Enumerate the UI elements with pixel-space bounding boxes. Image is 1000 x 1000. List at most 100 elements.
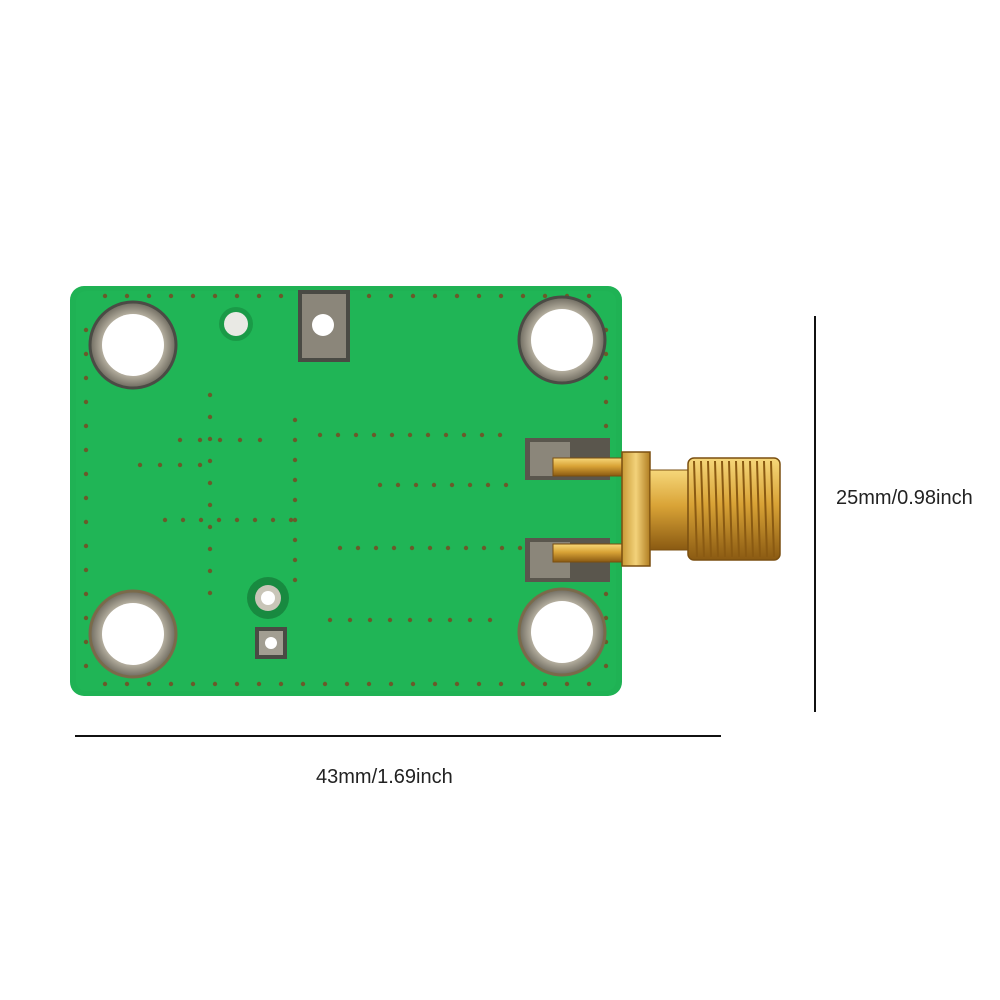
via-dot — [190, 681, 196, 687]
via-dot — [168, 681, 174, 687]
via-dot — [366, 681, 372, 687]
via-dot — [292, 437, 298, 443]
via-dot — [564, 681, 570, 687]
via-dot — [83, 567, 89, 573]
thread-line — [749, 460, 754, 558]
via-dot — [292, 577, 298, 583]
via-dot — [410, 681, 416, 687]
via-dot — [586, 681, 592, 687]
via-dot — [603, 615, 609, 621]
via-dot — [207, 458, 213, 464]
via-dot — [445, 545, 451, 551]
via-dot — [409, 545, 415, 551]
via-dot — [371, 432, 377, 438]
thread-line — [742, 460, 747, 558]
via-dot — [212, 293, 218, 299]
via-dot — [407, 617, 413, 623]
via-dot — [102, 681, 108, 687]
via-dot — [317, 432, 323, 438]
via-dot — [427, 617, 433, 623]
via-dot — [190, 293, 196, 299]
via-dot — [322, 681, 328, 687]
via-dot — [481, 545, 487, 551]
via-dot — [288, 517, 294, 523]
via-dot — [517, 545, 523, 551]
via-dot — [603, 663, 609, 669]
via-dot — [542, 293, 548, 299]
via-dot — [603, 423, 609, 429]
test-pad-top — [219, 307, 253, 341]
via-dot — [252, 517, 258, 523]
via-dot — [476, 681, 482, 687]
thread-line — [721, 460, 726, 558]
via-dot — [463, 545, 469, 551]
via-dot — [387, 617, 393, 623]
via-dot — [476, 293, 482, 299]
via-dot — [487, 617, 493, 623]
via-dot — [603, 351, 609, 357]
via-dot — [234, 681, 240, 687]
via-dot — [256, 681, 262, 687]
via-dot — [292, 417, 298, 423]
via-dot — [207, 414, 213, 420]
via-dot — [207, 392, 213, 398]
via-dot — [449, 482, 455, 488]
via-dot — [162, 517, 168, 523]
thread-line — [728, 460, 733, 558]
via-dot — [407, 432, 413, 438]
via-dot — [237, 437, 243, 443]
via-dot — [124, 293, 130, 299]
via-dot — [216, 517, 222, 523]
via-dot — [212, 681, 218, 687]
via-dot — [327, 617, 333, 623]
via-dot — [292, 537, 298, 543]
via-dot — [586, 293, 592, 299]
via-dot — [389, 432, 395, 438]
thread-line — [707, 460, 712, 558]
thread-line — [763, 460, 768, 558]
via-dot — [425, 432, 431, 438]
via-dot — [256, 293, 262, 299]
via-dot — [168, 293, 174, 299]
via-dot — [207, 524, 213, 530]
via-dot — [373, 545, 379, 551]
via-dot — [454, 681, 460, 687]
via-dot — [603, 375, 609, 381]
via-dot — [353, 432, 359, 438]
via-dot — [355, 545, 361, 551]
via-dot — [83, 615, 89, 621]
via-dot — [207, 436, 213, 442]
mounting-hole-top-right — [517, 295, 607, 385]
via-dot — [413, 482, 419, 488]
via-dot — [177, 462, 183, 468]
via-dot — [395, 482, 401, 488]
via-dot — [234, 517, 240, 523]
via-dot — [207, 480, 213, 486]
via-dot — [499, 545, 505, 551]
via-dot — [83, 351, 89, 357]
via-dot — [83, 543, 89, 549]
height-dimension-label: 25mm/0.98inch — [836, 487, 973, 509]
via-dot — [234, 293, 240, 299]
via-dot — [198, 517, 204, 523]
via-dot — [498, 293, 504, 299]
via-dot — [520, 681, 526, 687]
via-dot — [479, 432, 485, 438]
via-dot — [292, 557, 298, 563]
via-dot — [347, 617, 353, 623]
via-dot — [146, 681, 152, 687]
via-dot — [432, 681, 438, 687]
via-dot — [197, 462, 203, 468]
via-dot — [520, 293, 526, 299]
via-dot — [137, 462, 143, 468]
via-dot — [427, 545, 433, 551]
via-dot — [498, 681, 504, 687]
sma-connector — [525, 438, 781, 582]
via-dot — [177, 437, 183, 443]
via-dot — [83, 591, 89, 597]
via-dot — [83, 447, 89, 453]
via-dot — [377, 482, 383, 488]
thread-line — [735, 460, 740, 558]
via-dot — [366, 293, 372, 299]
via-dot — [603, 399, 609, 405]
